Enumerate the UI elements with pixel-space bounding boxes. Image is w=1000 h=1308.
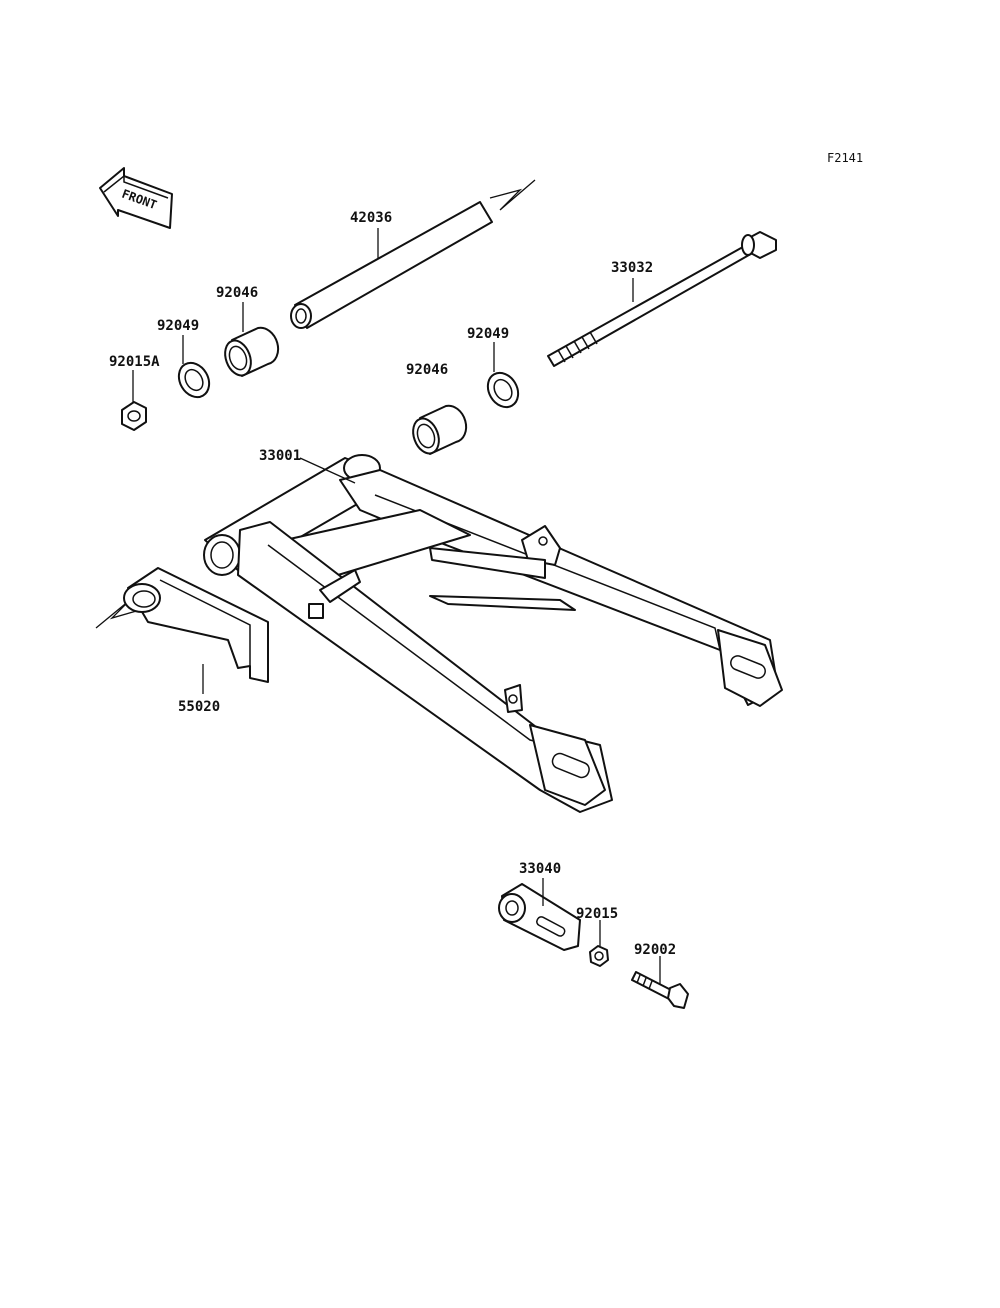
label-92049-right: 92049 <box>467 326 509 342</box>
chain-guard-55020 <box>123 567 269 683</box>
label-92049-left: 92049 <box>157 318 199 334</box>
needle-bearing-92046-left <box>224 326 280 377</box>
leader-33001 <box>299 457 356 484</box>
nut-92015 <box>589 945 609 967</box>
swingarm-33001 <box>203 454 783 813</box>
nut-92015A <box>121 401 147 431</box>
pivot-sleeve-42036 <box>290 201 493 329</box>
label-92002: 92002 <box>634 942 676 958</box>
label-42036: 42036 <box>350 210 392 226</box>
figure-code: F2141 <box>827 151 863 165</box>
chain-adjuster-33040 <box>498 883 581 951</box>
oil-seal-92049-left <box>177 361 211 399</box>
label-92046-left: 92046 <box>216 285 258 301</box>
label-92015A: 92015A <box>109 354 160 370</box>
needle-bearing-92046-right <box>412 404 468 455</box>
label-55020: 55020 <box>178 699 220 715</box>
pivot-bolt-33032 <box>547 231 777 367</box>
label-33001: 33001 <box>259 448 301 464</box>
oil-seal-92049-right <box>486 371 520 409</box>
bolt-92002 <box>631 971 689 1009</box>
direction-arrow-left <box>95 599 141 629</box>
label-33032: 33032 <box>611 260 653 276</box>
direction-arrow-top <box>489 179 536 211</box>
label-92015: 92015 <box>576 906 618 922</box>
front-arrow-icon: FRONT <box>99 167 173 229</box>
label-33040: 33040 <box>519 861 561 877</box>
label-92046-right: 92046 <box>406 362 448 378</box>
